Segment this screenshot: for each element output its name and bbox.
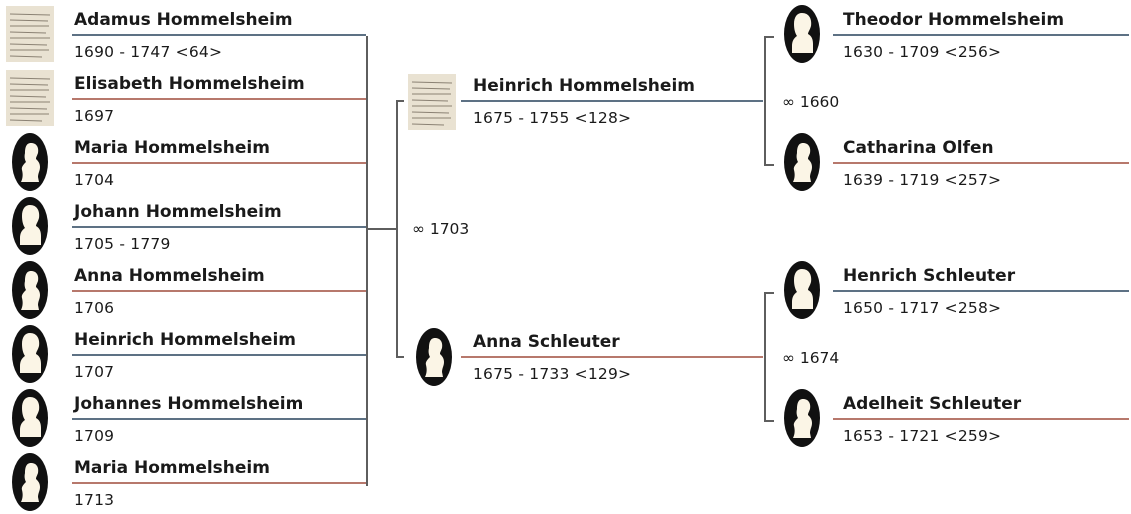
person-underline [72, 418, 366, 420]
person-dates: 1713 [74, 491, 115, 509]
person-underline [461, 100, 763, 102]
male-silhouette-icon[interactable] [782, 2, 838, 66]
document-scan-icon[interactable] [2, 66, 58, 130]
maternal-marriage-label: ∞ 1674 [782, 349, 840, 367]
parents-bracket-top [396, 100, 404, 102]
person-name: Maria Hommelsheim [74, 138, 270, 158]
document-scan-icon[interactable] [404, 70, 460, 134]
maternal-grandfather-card[interactable]: Henrich Schleuter 1650 - 1717 <258> [833, 258, 1129, 322]
person-dates: 1675 - 1733 <129> [473, 365, 632, 383]
person-dates: 1630 - 1709 <256> [843, 43, 1002, 61]
person-underline [833, 162, 1129, 164]
father-card[interactable]: Heinrich Hommelsheim 1675 - 1755 <128> [461, 68, 763, 132]
person-dates: 1639 - 1719 <257> [843, 171, 1002, 189]
person-underline [72, 354, 366, 356]
paternal-grandmother-card[interactable]: Catharina Olfen 1639 - 1719 <257> [833, 130, 1129, 194]
person-card[interactable]: Johannes Hommelsheim 1709 [72, 386, 368, 450]
parents-bracket-bottom [396, 356, 404, 358]
person-card[interactable]: Maria Hommelsheim 1704 [72, 130, 368, 194]
maternal-bracket [764, 292, 766, 422]
person-underline [72, 226, 366, 228]
person-dates: 1709 [74, 427, 115, 445]
parents-bracket [396, 100, 398, 358]
person-dates: 1653 - 1721 <259> [843, 427, 1002, 445]
female-silhouette-icon[interactable] [782, 130, 838, 194]
person-underline [72, 162, 366, 164]
person-dates: 1675 - 1755 <128> [473, 109, 632, 127]
person-underline [72, 482, 366, 484]
person-dates: 1705 - 1779 [74, 235, 171, 253]
paternal-bracket-bottom [764, 164, 774, 166]
person-name: Adamus Hommelsheim [74, 10, 293, 30]
female-silhouette-icon[interactable] [10, 450, 66, 514]
maternal-grandmother-card[interactable]: Adelheit Schleuter 1653 - 1721 <259> [833, 386, 1129, 450]
female-silhouette-icon[interactable] [10, 258, 66, 322]
person-dates: 1690 - 1747 <64> [74, 43, 223, 61]
person-name: Anna Schleuter [473, 332, 620, 352]
male-silhouette-icon[interactable] [782, 258, 838, 322]
male-silhouette-icon[interactable] [10, 194, 66, 258]
person-dates: 1650 - 1717 <258> [843, 299, 1002, 317]
person-underline [72, 98, 366, 100]
person-name: Elisabeth Hommelsheim [74, 74, 305, 94]
person-name: Johannes Hommelsheim [74, 394, 304, 414]
person-dates: 1704 [74, 171, 115, 189]
maternal-bracket-top [764, 292, 774, 294]
person-name: Theodor Hommelsheim [843, 10, 1065, 30]
person-underline [833, 290, 1129, 292]
children-to-parents-connector [368, 228, 398, 230]
person-name: Catharina Olfen [843, 138, 994, 158]
male-silhouette-icon[interactable] [10, 386, 66, 450]
person-card[interactable]: Heinrich Hommelsheim 1707 [72, 322, 368, 386]
female-silhouette-icon[interactable] [10, 130, 66, 194]
person-underline [833, 418, 1129, 420]
person-dates: 1706 [74, 299, 115, 317]
female-silhouette-icon[interactable] [782, 386, 838, 450]
person-name: Johann Hommelsheim [74, 202, 282, 222]
person-name: Heinrich Hommelsheim [74, 330, 296, 350]
person-name: Heinrich Hommelsheim [473, 76, 695, 96]
person-name: Maria Hommelsheim [74, 458, 270, 478]
person-underline [461, 356, 763, 358]
paternal-bracket [764, 36, 766, 166]
paternal-marriage-label: ∞ 1660 [782, 93, 840, 111]
children-bracket [366, 36, 368, 486]
paternal-bracket-top [764, 36, 774, 38]
person-card[interactable]: Adamus Hommelsheim 1690 - 1747 <64> [72, 2, 368, 66]
male-silhouette-icon[interactable] [10, 322, 66, 386]
person-dates: 1707 [74, 363, 115, 381]
person-name: Henrich Schleuter [843, 266, 1016, 286]
parents-marriage-label: ∞ 1703 [412, 220, 470, 238]
person-underline [833, 34, 1129, 36]
mother-card[interactable]: Anna Schleuter 1675 - 1733 <129> [461, 324, 763, 388]
paternal-grandfather-card[interactable]: Theodor Hommelsheim 1630 - 1709 <256> [833, 2, 1129, 66]
person-card[interactable]: Elisabeth Hommelsheim 1697 [72, 66, 368, 130]
person-underline [72, 290, 366, 292]
female-silhouette-icon[interactable] [414, 325, 470, 389]
document-scan-icon[interactable] [2, 2, 58, 66]
person-name: Adelheit Schleuter [843, 394, 1022, 414]
person-underline [72, 34, 366, 36]
person-dates: 1697 [74, 107, 115, 125]
person-name: Anna Hommelsheim [74, 266, 265, 286]
person-card[interactable]: Maria Hommelsheim 1713 [72, 450, 368, 514]
person-card[interactable]: Johann Hommelsheim 1705 - 1779 [72, 194, 368, 258]
person-card[interactable]: Anna Hommelsheim 1706 [72, 258, 368, 322]
maternal-bracket-bottom [764, 420, 774, 422]
